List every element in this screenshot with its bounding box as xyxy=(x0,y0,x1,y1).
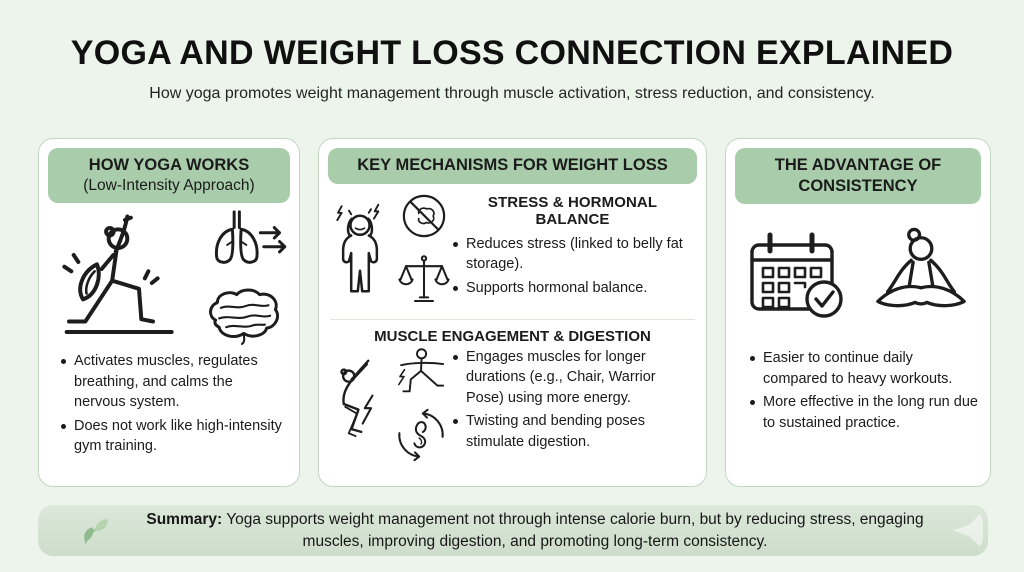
bullet-item: Activates muscles, regulates breathing, … xyxy=(58,351,286,413)
no-junk-food-icon xyxy=(398,190,450,247)
yoga-warrior-pose-icon xyxy=(48,208,188,349)
card3-bullet-list: Easier to continue daily compared to hea… xyxy=(735,338,981,436)
card1-icon-column xyxy=(194,206,290,350)
section2-title: MUSCLE ENGAGEMENT & DIGESTION xyxy=(374,327,651,345)
digestion-stomach-icon xyxy=(394,408,448,467)
card3-icons xyxy=(735,216,981,338)
bullet-item: More effective in the long run due to su… xyxy=(747,392,979,433)
bullet-item: Reduces stress (linked to belly fat stor… xyxy=(450,234,695,275)
card-how-yoga-works: HOW YOGA WORKS (Low-Intensity Approach) xyxy=(38,138,300,487)
card-how-yoga-works-header: HOW YOGA WORKS (Low-Intensity Approach) xyxy=(48,148,290,203)
bullet-item: Engages muscles for longer durations (e.… xyxy=(450,347,695,409)
bullet-item: Twisting and bending poses stimulate dig… xyxy=(450,411,695,452)
section1-text: STRESS & HORMONAL BALANCE Reduces stress… xyxy=(450,190,697,312)
card1-icons xyxy=(48,207,290,349)
card-advantage-consistency: THE ADVANTAGE OF CONSISTENCY xyxy=(725,138,991,487)
section1-bullet-list: Reduces stress (linked to belly fat stor… xyxy=(450,234,695,299)
summary-body: Yoga supports weight management not thro… xyxy=(226,511,924,550)
title-block: YOGA AND WEIGHT LOSS CONNECTION EXPLAINE… xyxy=(0,34,1024,103)
page-subtitle: How yoga promotes weight management thro… xyxy=(149,85,875,102)
card-header-title: KEY MECHANISMS FOR WEIGHT LOSS xyxy=(357,156,668,174)
card1-bullet-list: Activates muscles, regulates breathing, … xyxy=(48,349,290,460)
page-title: YOGA AND WEIGHT LOSS CONNECTION EXPLAINE… xyxy=(70,34,954,72)
card-header-subtitle: (Low-Intensity Approach) xyxy=(83,176,255,194)
card-key-mechanisms: KEY MECHANISMS FOR WEIGHT LOSS xyxy=(318,138,707,487)
chair-pose-icon xyxy=(325,352,385,461)
section2-text: Engages muscles for longer durations (e.… xyxy=(450,347,697,467)
section2-icon-stack xyxy=(389,347,453,467)
cards-row: HOW YOGA WORKS (Low-Intensity Approach) xyxy=(38,138,991,487)
balance-scale-icon xyxy=(397,253,451,312)
card-header-title: HOW YOGA WORKS xyxy=(88,156,250,174)
brain-icon xyxy=(198,283,286,350)
lungs-breathing-icon xyxy=(194,206,290,275)
bullet-item: Does not work like high-intensity gym tr… xyxy=(58,416,286,457)
stressed-person-icon xyxy=(327,196,393,305)
calendar-check-icon xyxy=(740,225,852,330)
bullet-item: Supports hormonal balance. xyxy=(450,278,695,299)
section2-icons xyxy=(328,347,450,467)
card-key-mechanisms-header: KEY MECHANISMS FOR WEIGHT LOSS xyxy=(328,148,697,184)
section-stress-hormonal: STRESS & HORMONAL BALANCE Reduces stress… xyxy=(328,190,697,312)
section-muscle-digestion: Engages muscles for longer durations (e.… xyxy=(328,347,697,467)
meditation-pose-icon xyxy=(866,225,976,330)
warrior-pose-energy-icon xyxy=(389,347,453,402)
summary-text: Summary: Yoga supports weight management… xyxy=(122,509,948,552)
summary-bar: Summary: Yoga supports weight management… xyxy=(38,505,988,556)
section2-bullet-list: Engages muscles for longer durations (e.… xyxy=(450,347,695,453)
section1-icon-stack xyxy=(397,190,451,312)
card-advantage-consistency-header: THE ADVANTAGE OF CONSISTENCY xyxy=(735,148,981,205)
section1-title: STRESS & HORMONAL BALANCE xyxy=(487,193,658,228)
section-divider xyxy=(330,318,695,320)
bullet-item: Easier to continue daily compared to hea… xyxy=(747,348,979,389)
leaf-icon xyxy=(78,515,112,547)
card-header-title: THE ADVANTAGE OF CONSISTENCY xyxy=(774,156,942,195)
section1-icons xyxy=(328,190,450,312)
summary-label: Summary: xyxy=(146,511,223,529)
